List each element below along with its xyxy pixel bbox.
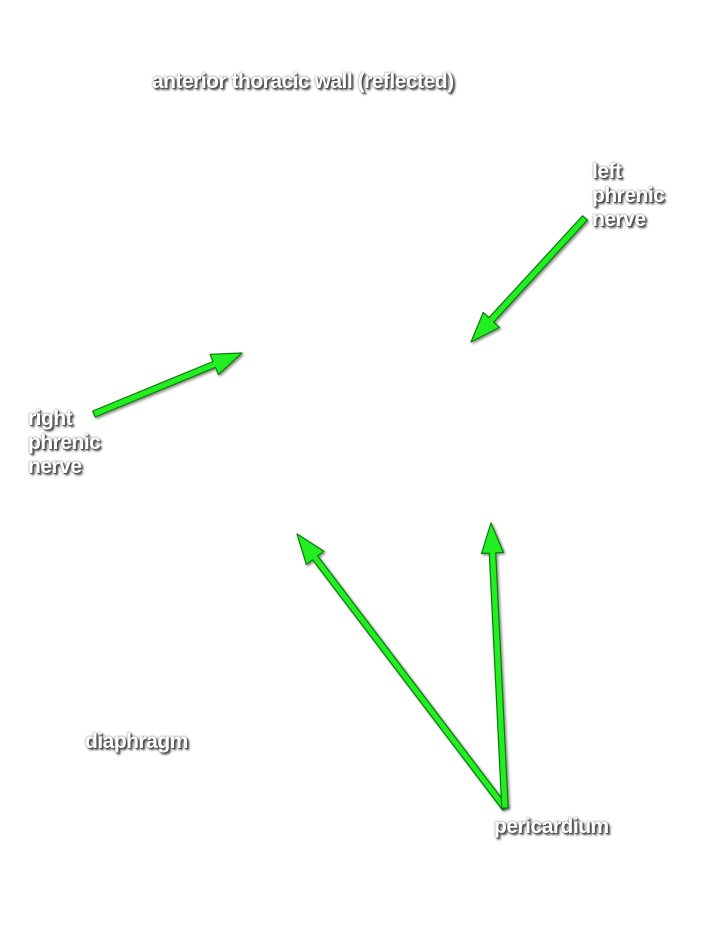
- label-left-phrenic-nerve: left phrenic nerve: [592, 160, 665, 232]
- arrow-right-phrenic-nerve: [92, 352, 243, 418]
- label-pericardium: pericardium: [494, 815, 609, 838]
- label-right-phrenic-line-1: right: [28, 407, 73, 430]
- label-anterior-thoracic-wall: anterior thoracic wall (reflected): [152, 70, 454, 93]
- arrow-pericardium-left: [296, 533, 509, 811]
- label-left-phrenic-line-1: left: [592, 160, 622, 183]
- label-right-phrenic-line-2: phrenic: [28, 431, 101, 454]
- label-left-phrenic-line-2: phrenic: [592, 184, 665, 207]
- arrow-left-phrenic-nerve: [470, 215, 588, 343]
- label-diaphragm: diaphragm: [85, 730, 188, 753]
- arrow-pericardium-right: [480, 522, 509, 809]
- label-left-phrenic-line-3: nerve: [592, 208, 646, 231]
- label-right-phrenic-line-3: nerve: [28, 455, 82, 478]
- label-right-phrenic-nerve: right phrenic nerve: [28, 407, 101, 479]
